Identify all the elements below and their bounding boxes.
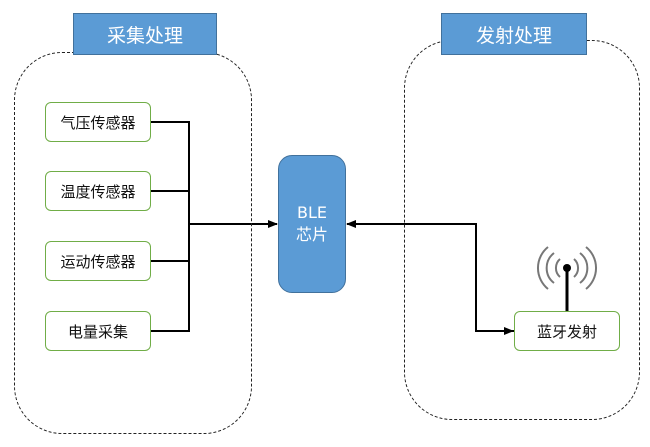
bluetooth-transmit-box: 蓝牙发射 [514, 311, 620, 351]
ble-chip-sublabel: 芯片 [295, 225, 328, 244]
power-sampling-box: 电量采集 [45, 311, 151, 351]
antenna-icon [536, 246, 598, 311]
acquisition-title: 采集处理 [73, 13, 217, 55]
motion-sensor-box: 运动传感器 [45, 241, 151, 281]
ble-chip: BLE 芯片 [278, 155, 346, 293]
transmit-title: 发射处理 [441, 13, 587, 55]
transmit-region [404, 40, 640, 420]
pressure-sensor-box: 气压传感器 [45, 102, 151, 142]
temperature-sensor-box: 温度传感器 [45, 171, 151, 211]
ble-chip-label: BLE [297, 202, 327, 222]
